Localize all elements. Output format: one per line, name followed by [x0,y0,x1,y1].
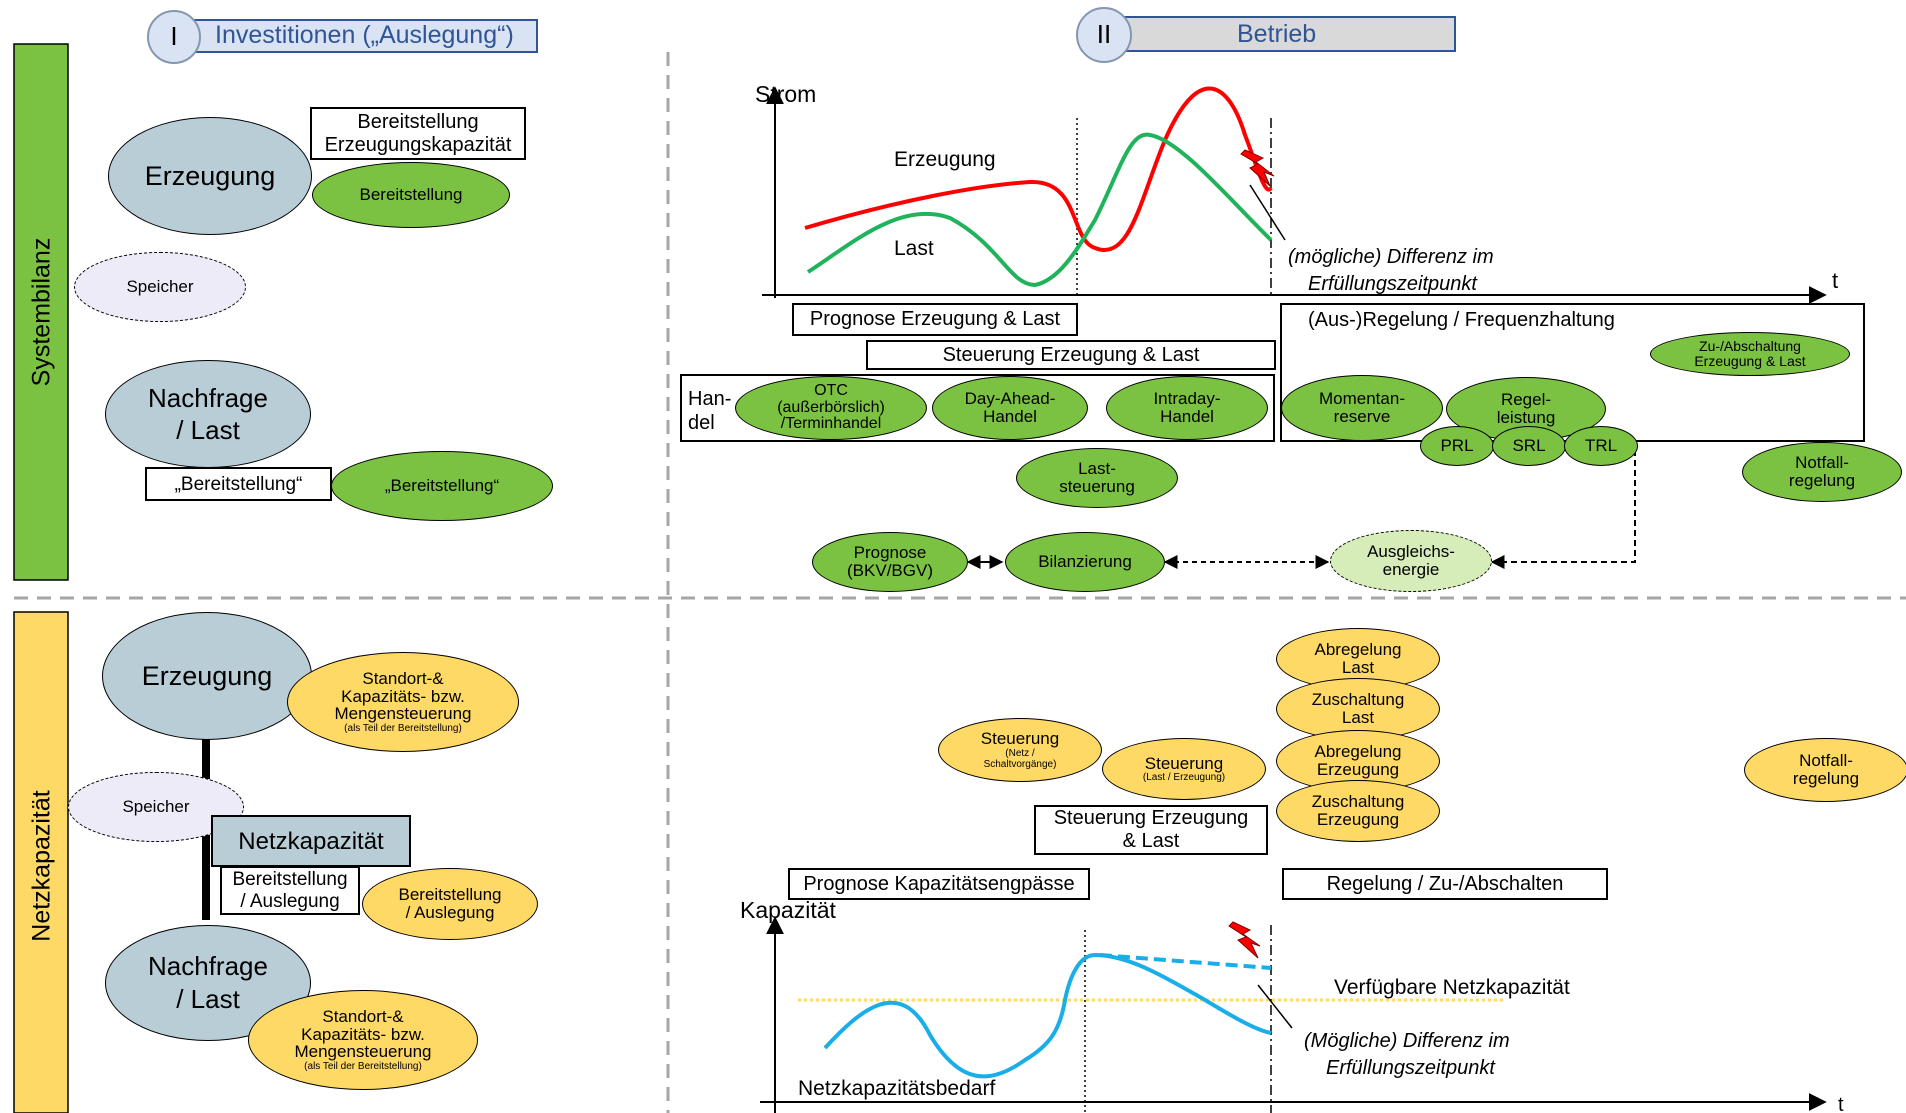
header-investitionen-band [173,19,538,53]
lightning-icon [1228,921,1261,959]
zuschaltung-erzeugung-ellipse: Zuschaltung Erzeugung [1276,780,1440,842]
sb-bereitstellung-q-box: „Bereitstellung“ [145,467,332,501]
nk-bereitstellung-box: Bereitstellung / Auslegung [220,866,360,915]
sb-prognose-box: Prognose Erzeugung & Last [792,303,1078,336]
netzkapazitaet-bar [13,611,69,1113]
zuab-ellipse: Zu-/Abschaltung Erzeugung & Last [1650,332,1850,376]
netzkapazitaet-box: Netzkapazität [211,815,411,867]
srl-ellipse: SRL [1492,426,1566,466]
bilanzierung-ellipse: Bilanzierung [1005,532,1165,592]
nk-notfall-ellipse: Notfall- regelung [1744,738,1906,802]
nk-regelung-box: Regelung / Zu-/Abschalten [1282,868,1608,900]
strom-axis-label: Strom [755,81,817,107]
nk-steuerung-box: Steuerung Erzeugung & Last [1034,805,1268,855]
header-betrieb-numeral: II [1076,7,1132,63]
header-investitionen-title: Investitionen („Auslegung“) [215,21,514,49]
kapazitaet-axis-label: Kapazität [740,897,836,923]
bedarf-curve [823,952,1272,1079]
verfuegbar-label: Verfügbare Netzkapazität [1334,976,1570,999]
erzeugung-curve [804,86,1273,252]
sb-steuerung-box: Steuerung Erzeugung & Last [866,340,1276,370]
row-label-systembilanz: Systembilanz [27,237,56,387]
kapazitaet-differenz-label: (Mögliche) Differenz im Erfüllungszeitpu… [1304,1030,1510,1079]
last-curve-label: Last [894,237,934,260]
steuerung-netz-ellipse: Steuerung (Netz / Schaltvorgänge) [938,718,1102,782]
momentanreserve-ellipse: Momentan- reserve [1281,375,1443,441]
erzeugung-curve-label: Erzeugung [894,148,996,171]
nk-nachfrage-ellipse: Nachfrage / Last [105,925,311,1041]
sb-notfall-ellipse: Notfall- regelung [1742,442,1902,502]
bedarf-label: Netzkapazitätsbedarf [798,1077,996,1100]
lightning-icon [1240,149,1275,187]
strom-t-label: t [1832,268,1839,293]
row-label-netzkapazitaet: Netzkapazität [27,790,56,942]
differenz-pointer [1249,184,1286,241]
sb-bereitstellung-ellipse: Bereitstellung [312,162,510,228]
header-investitionen-numeral: I [147,10,201,64]
ausgleichsenergie-ellipse: Ausgleichs- energie [1330,530,1492,592]
intraday-ellipse: Intraday- Handel [1106,376,1268,440]
nk-standort2-ellipse: Standort-& Kapazitäts- bzw. Mengensteuer… [248,990,478,1090]
sb-bereitstellung-q-ellipse: „Bereitstellung“ [331,451,553,521]
kapazitaet-t-label: t [1838,1094,1844,1113]
prl-ellipse: PRL [1420,426,1494,466]
sb-bereitstellung-box: Bereitstellung Erzeugungskapazität [310,107,526,160]
nk-prognose-box: Prognose Kapazitätsengpässe [788,868,1090,900]
header-betrieb-band [1100,16,1456,52]
sb-nachfrage-ellipse: Nachfrage / Last [105,360,311,468]
nk-bereitstellung-ellipse: Bereitstellung / Auslegung [362,868,538,940]
steuerung-last-ellipse: Steuerung (Last / Erzeugung) [1102,738,1266,800]
sb-speicher-ellipse: Speicher [74,252,246,322]
differenz-pointer [1257,984,1293,1029]
verfuegbar-drop-dashed [1099,953,1272,970]
nk-standort1-ellipse: Standort-& Kapazitäts- bzw. Mengensteuer… [287,652,519,752]
header-betrieb-title: Betrieb [1237,20,1317,48]
dayahead-ellipse: Day-Ahead- Handel [932,376,1088,440]
otc-ellipse: OTC (außerbörslich) /Terminhandel [735,376,927,440]
last-curve [806,132,1273,288]
trl-ellipse: TRL [1564,426,1638,466]
nk-erzeugung-ellipse: Erzeugung [102,612,312,740]
laststeuerung-ellipse: Last- steuerung [1016,448,1178,508]
prognose-bkv-ellipse: Prognose (BKV/BGV) [812,532,968,592]
strom-differenz-label: (mögliche) Differenz im Erfüllungszeitpu… [1288,246,1494,295]
sb-erzeugung-ellipse: Erzeugung [108,117,312,235]
systembilanz-bar [13,43,69,581]
